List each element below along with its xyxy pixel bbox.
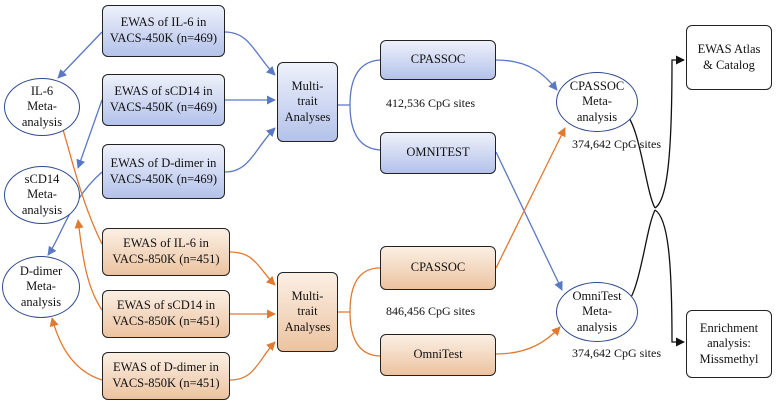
ewas450-ddimer-box: EWAS of D-dimer in VACS-450K (n=469) bbox=[102, 144, 225, 199]
multitrait-bottom-box: Multi- trait Analyses bbox=[277, 272, 338, 352]
arrow-merge-to-atlas bbox=[654, 55, 685, 209]
arrow-cpassoc-top-to-cpassocmeta bbox=[495, 59, 558, 91]
arrow-ewas450-scd14-to-scd14meta bbox=[76, 99, 103, 169]
arrow-merge-to-enrichment bbox=[654, 209, 685, 347]
bottom-cpg-sites-label: 846,456 CpG sites bbox=[386, 304, 476, 318]
ddimer-meta-ellipse: D-dimer Meta- analysis bbox=[2, 256, 80, 318]
cpassoc-bottom-box: CPASSOC bbox=[380, 246, 496, 290]
arrow-ewas450-il6-to-il6meta bbox=[57, 31, 103, 79]
cpassoc-meta-ellipse: CPASSOC Meta- analysis bbox=[556, 72, 638, 132]
cpassoc-cpg-sites-label: 374,642 CpG sites bbox=[572, 137, 662, 151]
arrow-ewas850-ddimer-to-multitrait bbox=[229, 341, 276, 381]
ewas450-scd14-box: EWAS of sCD14 in VACS-450K (n=469) bbox=[102, 74, 225, 126]
omnitest-top-box: OMNITEST bbox=[380, 132, 496, 174]
arrow-ewas850-scd14-to-scd14meta bbox=[74, 219, 103, 311]
ewas450-il6-box: EWAS of IL-6 in VACS-450K (n=469) bbox=[102, 5, 225, 57]
enrichment-analysis-box: Enrichment analysis: Missmethyl bbox=[686, 310, 772, 378]
omnitest-bottom-box: OmniTest bbox=[380, 334, 496, 376]
bracket-bottom bbox=[338, 267, 381, 357]
omnitest-meta-ellipse: OmniTest Meta- analysis bbox=[556, 282, 638, 342]
top-cpg-sites-label: 412,536 CpG sites bbox=[386, 96, 476, 110]
arrow-cpassoc-bottom-to-cpassocmeta bbox=[495, 127, 566, 269]
ewas-atlas-box: EWAS Atlas & Catalog bbox=[686, 25, 772, 90]
line-cpassocmeta-to-merge bbox=[621, 109, 656, 209]
ewas850-scd14-box: EWAS of sCD14 in VACS-850K (n=451) bbox=[102, 290, 230, 338]
multitrait-top-box: Multi- trait Analyses bbox=[277, 62, 338, 142]
arrow-omnitest-bottom-to-omnitestmeta bbox=[495, 326, 561, 355]
cpassoc-top-box: CPASSOC bbox=[380, 40, 496, 80]
arrow-ewas850-il6-to-multitrait bbox=[229, 251, 276, 286]
ewas850-il6-box: EWAS of IL-6 in VACS-850K (n=451) bbox=[102, 228, 230, 276]
il6-meta-ellipse: IL-6 Meta- analysis bbox=[4, 78, 80, 136]
arrow-omnitest-top-to-omnitestmeta bbox=[495, 151, 563, 291]
arrow-ewas450-il6-to-multitrait bbox=[224, 31, 276, 76]
omnitest-cpg-sites-label: 374,642 CpG sites bbox=[572, 346, 662, 360]
arrow-ewas850-ddimer-to-ddimermeta bbox=[49, 317, 103, 381]
arrow-ewas450-ddimer-to-ddimermeta bbox=[47, 171, 103, 256]
bracket-top bbox=[338, 59, 381, 151]
scd14-meta-ellipse: sCD14 Meta- analysis bbox=[4, 166, 80, 224]
arrow-ewas450-ddimer-to-multitrait bbox=[224, 127, 276, 173]
ewas850-ddimer-box: EWAS of D-dimer in VACS-850K (n=451) bbox=[102, 352, 230, 400]
